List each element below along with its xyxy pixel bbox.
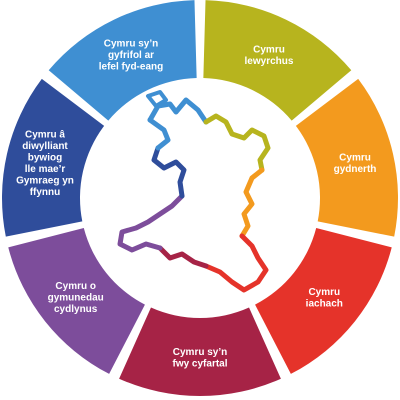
goal-label-line: iachach	[306, 298, 343, 309]
goal-label-line: Cymru o	[55, 281, 96, 292]
wales-outline-segment	[203, 113, 271, 173]
goal-segment-healthier	[255, 227, 392, 374]
goal-segment-cohesive-communities	[8, 227, 145, 374]
goal-segment-globally-responsive	[48, 0, 197, 121]
goal-label-line: bywiog	[28, 152, 62, 163]
goal-label-line: gyfrifol ar	[108, 50, 154, 61]
goal-segment-vibrant-culture	[1, 78, 105, 237]
goal-label-line: Cymru	[253, 44, 285, 55]
wales-outline-segment	[147, 117, 171, 151]
wales-outline-segment	[117, 193, 185, 253]
goal-label-line: Cymru sy’n	[173, 347, 227, 358]
goal-label-line: lle mae’r	[25, 164, 66, 175]
wales-outline-segment	[239, 167, 265, 239]
wales-outline-segment	[203, 233, 269, 293]
goal-label-line: gymunedau	[48, 293, 104, 304]
goal-label-line: lewyrchus	[245, 56, 294, 67]
goal-label-line: Gymraeg yn	[16, 175, 74, 186]
goal-segment-resilient	[295, 78, 398, 237]
goal-label-line: cydlynus	[54, 304, 98, 315]
goal-label-line: Cymru â	[25, 129, 65, 140]
goal-label-line: Cymru	[339, 152, 371, 163]
wales-map-outline	[117, 90, 271, 293]
goal-segment-prosperous	[203, 0, 352, 121]
wales-outline-segment	[157, 245, 209, 269]
goal-label-line: ffynnu	[30, 187, 61, 198]
wales-outline-segment	[151, 145, 187, 199]
goal-segment-more-equal	[119, 307, 281, 396]
goal-label-line: diwylliant	[22, 141, 68, 152]
goal-label-line: lefel fyd-eang	[99, 62, 163, 73]
goal-label-line: gydnerth	[334, 164, 377, 175]
goal-label-line: Cymru sy’n	[104, 39, 158, 50]
wales-island-outline	[146, 90, 168, 108]
goal-label-line: Cymru	[308, 287, 340, 298]
goal-label-line: fwy cyfartal	[172, 358, 227, 369]
